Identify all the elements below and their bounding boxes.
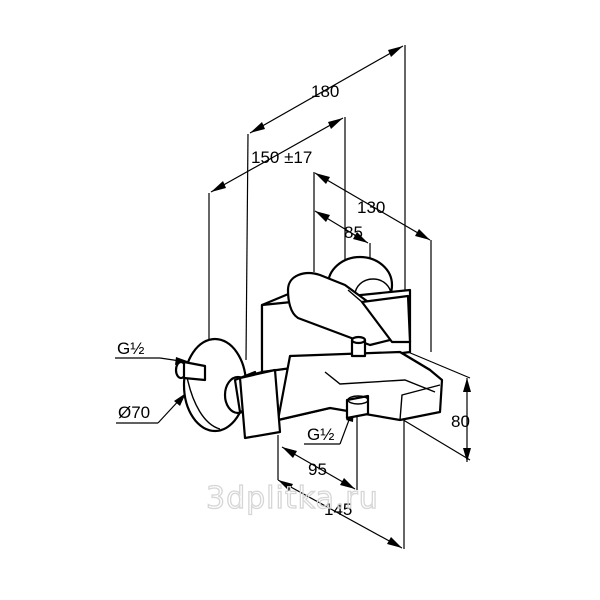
dimension-80-label: 80 xyxy=(451,412,470,431)
dimension-80: 80 xyxy=(399,351,471,462)
outlet-connection-label: G½ xyxy=(307,425,334,444)
dimension-95-label: 95 xyxy=(308,460,327,479)
inlet-callout: G½ xyxy=(115,339,190,365)
mixer-body-drawing xyxy=(174,255,444,440)
inlet-connection-label: G½ xyxy=(117,339,144,358)
dimension-130: 130 xyxy=(313,172,432,352)
dimension-180-label: 180 xyxy=(311,82,339,101)
diameter-label: Ø70 xyxy=(118,403,150,422)
dimension-150-label: 150 ±17 xyxy=(251,148,312,167)
dimension-95: 95 xyxy=(281,404,358,490)
dimension-85-label: 85 xyxy=(344,223,363,242)
diameter-callout: Ø70 xyxy=(116,393,186,424)
dimension-145: 145 xyxy=(277,418,405,549)
watermark-text: 3dplitka.ru xyxy=(206,481,379,516)
dimension-145-label: 145 xyxy=(324,500,352,519)
dimension-130-label: 130 xyxy=(357,198,385,217)
dimension-85: 85 xyxy=(314,210,371,258)
